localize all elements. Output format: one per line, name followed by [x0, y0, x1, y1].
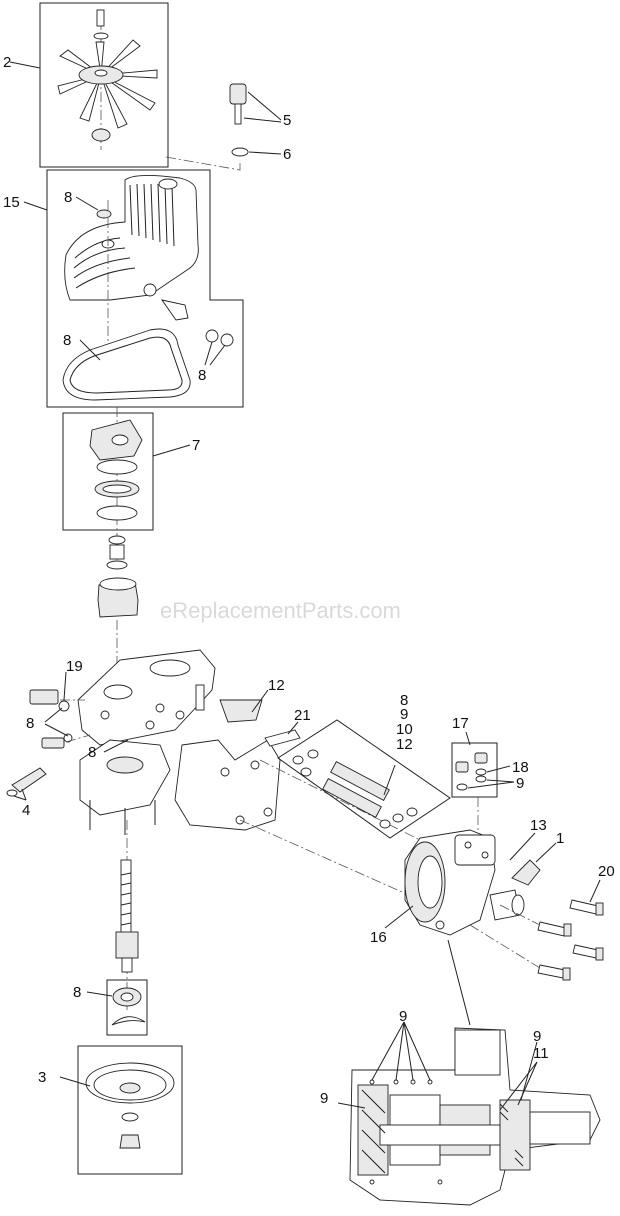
callout-8g: 8: [73, 984, 81, 1001]
charge-pump: [79, 739, 171, 816]
bolt-set: 20: [469, 863, 615, 981]
watermark-text: eReplacementParts.com: [160, 598, 401, 623]
breather-oring: [231, 147, 249, 157]
callout-5: 5: [283, 112, 291, 129]
callout-8f: 8: [400, 692, 408, 709]
housing-assembly: 15 8 8 8: [3, 169, 244, 408]
callout-10: 10: [396, 721, 413, 738]
callout-9e: 9: [320, 1090, 328, 1107]
bearing-assembly: 7: [62, 407, 200, 560]
callout-15: 15: [3, 194, 20, 211]
callout-1: 1: [556, 830, 564, 847]
pulley-group-box: [77, 1045, 183, 1175]
check-valve-a: [330, 761, 390, 801]
section-hatching: [361, 1089, 524, 1174]
callout-12b: 12: [396, 736, 413, 753]
section-valve-body: [454, 1029, 501, 1076]
mount-bolt: [264, 729, 301, 747]
callout-20: 20: [598, 863, 615, 880]
shaft-gear: [115, 931, 139, 959]
retaining-ring: [111, 1016, 146, 1026]
callout-11: 11: [533, 1045, 549, 1062]
shaft-bearing-group: 8: [73, 979, 148, 1036]
center-section: 19 8 8 4: [6, 649, 216, 835]
pulley-assembly: 3: [38, 1045, 183, 1175]
relief-valve: [29, 689, 59, 705]
shaft-bearing-box: [106, 979, 148, 1036]
section-output-shaft: [529, 1111, 591, 1145]
callout-9c: 9: [399, 1008, 407, 1025]
housing-gasket: [62, 328, 191, 401]
end-cap: 12 21: [174, 677, 421, 901]
motor-shaft: [511, 894, 525, 916]
callout-13: 13: [530, 817, 547, 834]
control-arm: [11, 767, 47, 793]
end-cap-plate: [174, 739, 281, 831]
callout-12a: 12: [268, 677, 285, 694]
fan-group-box: [39, 2, 169, 168]
callout-8e: 8: [88, 744, 96, 761]
fan-hub: [91, 128, 111, 142]
callout-21: 21: [294, 707, 311, 724]
callout-9b: 9: [516, 775, 524, 792]
cross-section-view: 9 9 9 11: [320, 939, 601, 1206]
callout-17: 17: [452, 715, 469, 732]
valve-group: 17 18 9: [451, 715, 529, 835]
callout-4: 4: [22, 802, 30, 819]
callout-7: 7: [192, 437, 200, 454]
center-housing: [77, 649, 216, 746]
fan-blades: [57, 39, 158, 129]
callout-9a: 9: [400, 706, 408, 723]
thrust-washer-bottom: [96, 505, 138, 521]
shaft-splines: [120, 872, 132, 926]
mount-bracket: [219, 699, 263, 723]
seal-kit-box: [277, 719, 451, 839]
housing-fins: [73, 183, 175, 289]
callout-8a: 8: [64, 189, 72, 206]
check-valve-b: [322, 778, 382, 818]
callout-9d: 9: [533, 1028, 541, 1045]
seal-kit: 8 9 10 12: [277, 692, 451, 839]
valve-group-box: [451, 742, 498, 798]
callout-3: 3: [38, 1069, 46, 1086]
callout-8b: 8: [63, 332, 71, 349]
bearing-group-box: [62, 412, 154, 531]
callout-18: 18: [512, 759, 529, 776]
plug-seal: [96, 209, 112, 219]
callout-16: 16: [370, 929, 387, 946]
fan-assembly: 2: [3, 2, 169, 168]
callout-19: 19: [66, 658, 83, 675]
housing-group-box: [46, 169, 244, 408]
pump-housing: [64, 175, 199, 301]
section-bearing: [499, 1099, 531, 1171]
breather-assembly: 5 6: [165, 83, 291, 171]
pulley-nut: [119, 1134, 141, 1149]
brake-bracket: [511, 859, 541, 886]
fan-bolt: [96, 9, 105, 27]
callout-2: 2: [3, 54, 11, 71]
callout-8d: 8: [26, 715, 34, 732]
motor-housing: 16 13 1: [370, 817, 564, 946]
thrust-washer-top: [96, 459, 138, 475]
input-shaft: [115, 820, 139, 1010]
breather-cap: [229, 83, 247, 105]
callout-6: 6: [283, 146, 291, 163]
callout-8c: 8: [198, 367, 206, 384]
